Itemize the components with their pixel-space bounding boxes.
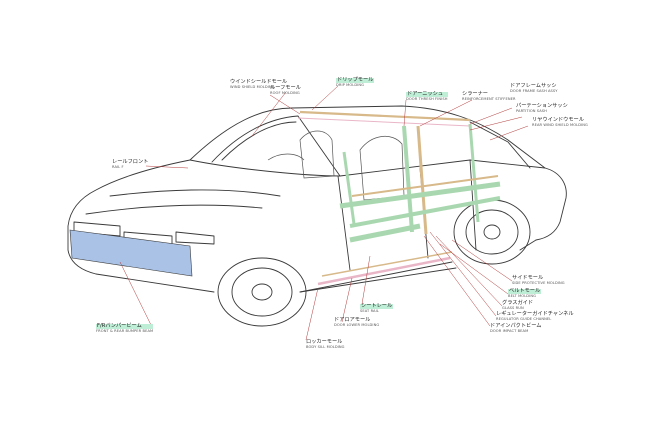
label-partition-sash: パーテーションサッシ PARTITION SASH xyxy=(516,103,568,114)
label-door-lower-molding: ドアロアモール DOOR LOWER MOLDING xyxy=(334,317,380,328)
label-windshield-molding: ウインドシールドモール WIND SHIELD MOLDING xyxy=(230,79,288,90)
label-belt-molding: ベルトモール BELT MOLDING xyxy=(508,288,542,299)
label-reinforcement: シラーナー REINFORCEMENT STIFFENER xyxy=(462,91,516,102)
label-rail-front: レールフロント RAIL F xyxy=(112,159,149,170)
label-rear-windshield-molding: リヤウインドウモール REAR WIND SHIELD MOLDING xyxy=(532,117,588,128)
interior-seats xyxy=(267,130,405,201)
leader-lines xyxy=(119,85,529,341)
label-impact-beam: ドアインパクトビーム DOOR IMPACT BEAM xyxy=(490,323,542,334)
label-door-finish: ドアーニッシュ DOOR THRESH FINISH xyxy=(406,91,448,102)
label-seat-rail: シートレール SEAT RAIL xyxy=(360,303,394,314)
label-glass-guide: グラスガイド GLASS RUN xyxy=(502,300,534,311)
highlighted-parts xyxy=(69,110,501,286)
label-side-molding: サイドモール SIDE PROTECTIVE MOLDING xyxy=(512,275,565,286)
label-rocker-molding: ロッカーモール BODY SILL MOLDING xyxy=(306,339,345,350)
label-bumper-beam: F/Rバンパービーム FRONT & REAR BUMPER BEAM xyxy=(96,323,154,334)
label-door-frame-sash: ドアフレームサッシ DOOR FRAME SASH ASSY xyxy=(510,83,558,94)
label-regulator-channel: レギュレーターガイドチャンネル REGULATOR GUIDE CHANNEL xyxy=(496,311,574,322)
label-roof-molding: ルーフモール ROOF MOLDING xyxy=(270,85,301,96)
wheels xyxy=(217,199,531,327)
label-drip-molding: ドリップモール DRIP MOLDING xyxy=(336,77,375,88)
